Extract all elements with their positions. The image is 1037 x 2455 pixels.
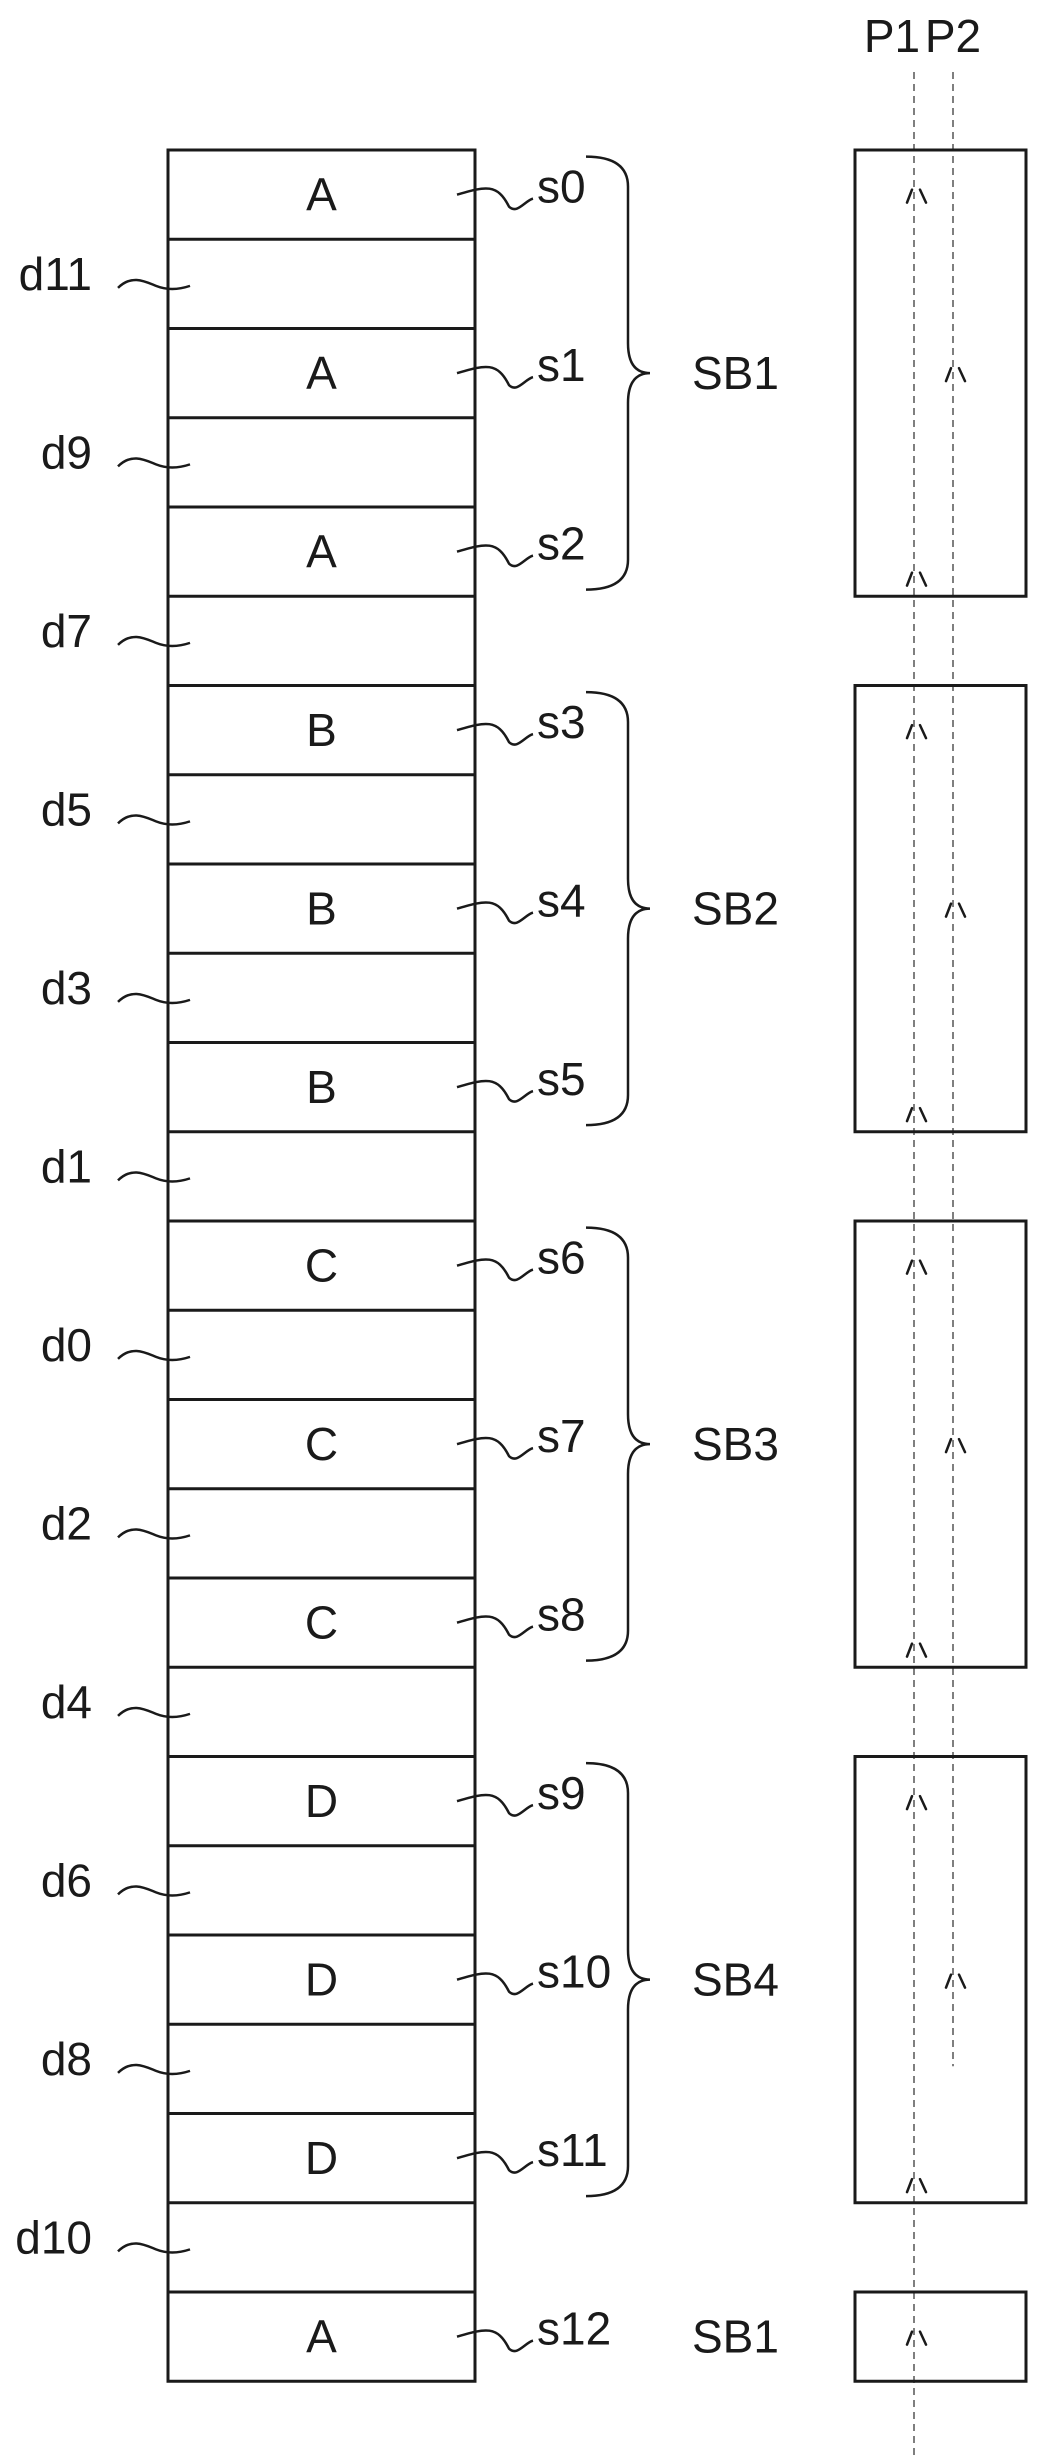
sample-tag: s5 (537, 1053, 586, 1105)
cell-label: B (306, 704, 337, 756)
gap-tag: d4 (41, 1676, 92, 1728)
leader-line (456, 901, 534, 925)
sample-tag: s1 (537, 339, 586, 391)
gap-tag: d8 (41, 2033, 92, 2085)
gap-tag: d5 (41, 783, 92, 835)
leader-line (456, 1079, 534, 1103)
group-label: SB4 (692, 1954, 779, 2006)
cell-label: A (306, 169, 337, 221)
cell-label: D (305, 2132, 338, 2184)
group-label: SB3 (692, 1418, 779, 1470)
sample-tag: s4 (537, 875, 586, 927)
gap-tag: d7 (41, 605, 92, 657)
cell-label: A (306, 347, 337, 399)
transition-mark (905, 1259, 928, 1275)
leader-line (117, 1528, 191, 1540)
group-brace (585, 1761, 651, 2198)
cell-label: D (305, 1954, 338, 2006)
cell-label: B (306, 1061, 337, 1113)
sample-tag: s11 (537, 2124, 608, 2176)
leader-line (117, 814, 191, 826)
transition-mark (905, 1106, 928, 1123)
gap-tag: d11 (19, 248, 92, 300)
group-brace (585, 1226, 651, 1662)
sample-tag: s9 (537, 1767, 586, 1819)
leader-line (117, 992, 191, 1005)
transition-mark (905, 1794, 928, 1811)
leader-line (456, 1258, 534, 1282)
leader-line (117, 635, 191, 648)
sample-tag: s10 (537, 1946, 611, 1998)
sample-tag: s8 (537, 1589, 586, 1641)
transition-mark (905, 723, 928, 740)
sample-tag: s2 (537, 518, 586, 570)
cell-label: C (305, 1240, 338, 1292)
leader-line (117, 278, 191, 291)
leader-line (456, 1972, 534, 1996)
cell-column (166, 148, 477, 2383)
leader-line (456, 2329, 534, 2353)
sample-tag: s3 (537, 696, 586, 748)
transition-mark (905, 2330, 928, 2346)
leader-line (456, 1436, 534, 1460)
transition-mark (944, 366, 967, 383)
leader-line (456, 544, 534, 568)
transition-mark (905, 188, 928, 204)
leader-line (456, 2150, 534, 2174)
gap-tag: d9 (41, 426, 92, 478)
leader-line (456, 722, 534, 746)
transition-mark (944, 1437, 967, 1454)
leader-line (456, 1615, 534, 1639)
leader-line (117, 1885, 191, 1897)
leader-line (117, 1171, 191, 1183)
group-brace (585, 690, 651, 1127)
gap-tag: d6 (41, 1854, 92, 1906)
group-label: SB1 (692, 2311, 779, 2363)
group-window (853, 148, 1028, 598)
cell-label: A (306, 526, 337, 578)
group-label: SB1 (692, 347, 779, 399)
transition-mark (905, 1642, 928, 1658)
leader-line (117, 1349, 191, 1362)
leader-line (117, 1706, 191, 1719)
group-window (853, 1219, 1028, 1669)
gap-tag: d10 (15, 2211, 92, 2263)
group-window (853, 684, 1028, 1134)
cell-label: C (305, 1418, 338, 1470)
transition-mark (905, 571, 928, 587)
leader-line (456, 1793, 534, 1817)
leader-line (117, 2242, 191, 2254)
leader-line (117, 2063, 191, 2076)
column-label-p1: P1 (864, 10, 920, 62)
transition-mark (944, 1973, 967, 1989)
sample-tag: s7 (537, 1410, 586, 1462)
gap-tag: d0 (41, 1319, 92, 1371)
group-brace (585, 155, 651, 591)
cell-label: C (305, 1597, 338, 1649)
group-window (853, 2290, 1028, 2383)
leader-line (456, 187, 534, 211)
group-label: SB2 (692, 883, 779, 935)
leader-line (117, 457, 191, 469)
leader-line (456, 365, 534, 389)
group-window (853, 1755, 1028, 2205)
transition-mark (944, 902, 967, 918)
cell-label: B (306, 883, 337, 935)
gap-tag: d3 (41, 962, 92, 1014)
sample-tag: s6 (537, 1232, 586, 1284)
gap-tag: d2 (41, 1497, 92, 1549)
cell-label: A (306, 2311, 337, 2363)
column-label-p2: P2 (925, 10, 981, 62)
sample-tag: s12 (537, 2303, 611, 2355)
transition-mark (905, 2177, 928, 2194)
gap-tag: d1 (41, 1140, 92, 1192)
cell-label: D (305, 1775, 338, 1827)
sample-tag: s0 (537, 161, 586, 213)
